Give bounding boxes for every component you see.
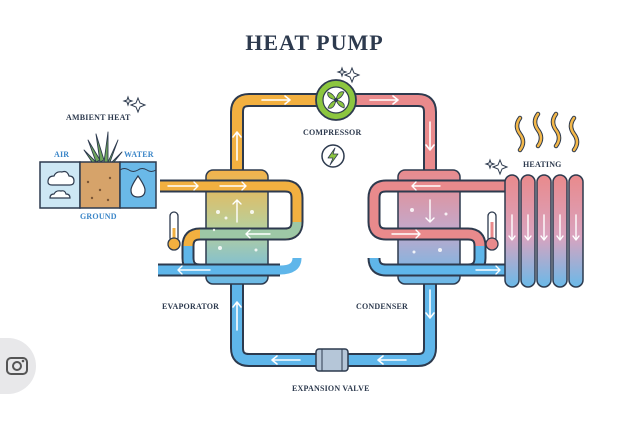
condenser-unit <box>367 169 505 285</box>
sparkle-icon <box>336 66 361 84</box>
label-expansion-valve: EXPANSION VALVE <box>292 384 370 393</box>
label-compressor: COMPRESSOR <box>303 128 362 137</box>
water-drop-icon <box>130 174 146 198</box>
fan-icon <box>315 79 357 121</box>
label-condenser: CONDENSER <box>356 302 409 311</box>
sparkle-icon <box>484 158 509 176</box>
label-evaporator: EVAPORATOR <box>162 302 220 311</box>
thermometer-icon <box>485 211 499 251</box>
label-water: WATER <box>124 150 154 159</box>
evaporator-unit <box>158 169 304 285</box>
radiator <box>504 174 584 288</box>
sparkle-icon <box>122 95 147 114</box>
heat-wave-icon <box>514 111 580 153</box>
label-air: AIR <box>54 150 70 159</box>
lens-icon <box>6 357 28 375</box>
lightning-icon <box>321 144 345 168</box>
grass-icon <box>83 131 123 163</box>
cloud-icon <box>47 170 75 199</box>
label-ambient-heat: AMBIENT HEAT <box>66 113 131 122</box>
page-title: HEAT PUMP <box>245 30 384 55</box>
refrigerant-loop <box>230 93 437 367</box>
label-ground: GROUND <box>80 212 117 221</box>
flow-arrows <box>232 95 435 365</box>
thermometer-icon <box>167 211 181 251</box>
expansion-valve <box>315 348 349 372</box>
label-heating: HEATING <box>523 160 562 169</box>
